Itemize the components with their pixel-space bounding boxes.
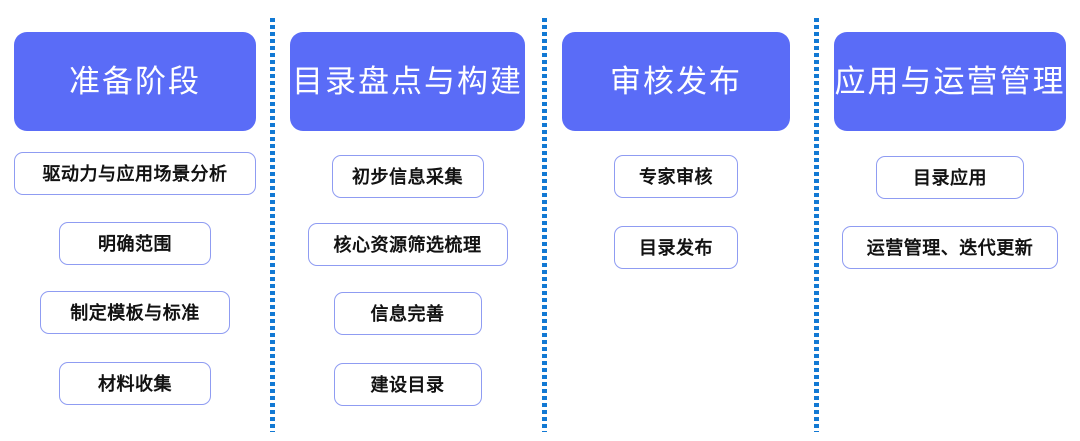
stage-column-4: 应用与运营管理 目录应用 运营管理、迭代更新 bbox=[834, 0, 1066, 441]
column-divider-2 bbox=[542, 18, 547, 432]
column-divider-3 bbox=[814, 18, 819, 432]
step-box-1-3[interactable]: 制定模板与标准 bbox=[40, 291, 230, 334]
step-box-1-4[interactable]: 材料收集 bbox=[59, 362, 211, 405]
step-box-4-2[interactable]: 运营管理、迭代更新 bbox=[842, 226, 1058, 269]
stage-column-3: 审核发布 专家审核 目录发布 bbox=[562, 0, 790, 441]
stage-header-3[interactable]: 审核发布 bbox=[562, 32, 790, 131]
column-divider-1 bbox=[270, 18, 275, 432]
step-box-2-3[interactable]: 信息完善 bbox=[333, 292, 482, 335]
step-box-1-1[interactable]: 驱动力与应用场景分析 bbox=[14, 152, 256, 195]
step-list-4: 目录应用 运营管理、迭代更新 bbox=[834, 131, 1066, 441]
step-list-1: 驱动力与应用场景分析 明确范围 制定模板与标准 材料收集 bbox=[14, 131, 256, 441]
stage-header-1[interactable]: 准备阶段 bbox=[14, 32, 256, 131]
step-box-2-4[interactable]: 建设目录 bbox=[333, 363, 482, 406]
step-list-2: 初步信息采集 核心资源筛选梳理 信息完善 建设目录 bbox=[290, 131, 525, 441]
step-box-4-1[interactable]: 目录应用 bbox=[876, 156, 1024, 199]
step-box-2-2[interactable]: 核心资源筛选梳理 bbox=[307, 223, 508, 266]
step-box-3-2[interactable]: 目录发布 bbox=[614, 226, 738, 269]
step-box-2-1[interactable]: 初步信息采集 bbox=[331, 155, 484, 198]
step-box-3-1[interactable]: 专家审核 bbox=[614, 155, 738, 198]
stage-column-1: 准备阶段 驱动力与应用场景分析 明确范围 制定模板与标准 材料收集 bbox=[14, 0, 256, 441]
step-list-3: 专家审核 目录发布 bbox=[562, 131, 790, 441]
step-box-1-2[interactable]: 明确范围 bbox=[59, 222, 211, 265]
stage-header-4[interactable]: 应用与运营管理 bbox=[834, 32, 1066, 131]
stage-header-2[interactable]: 目录盘点与构建 bbox=[290, 32, 525, 131]
stage-column-2: 目录盘点与构建 初步信息采集 核心资源筛选梳理 信息完善 建设目录 bbox=[290, 0, 525, 441]
